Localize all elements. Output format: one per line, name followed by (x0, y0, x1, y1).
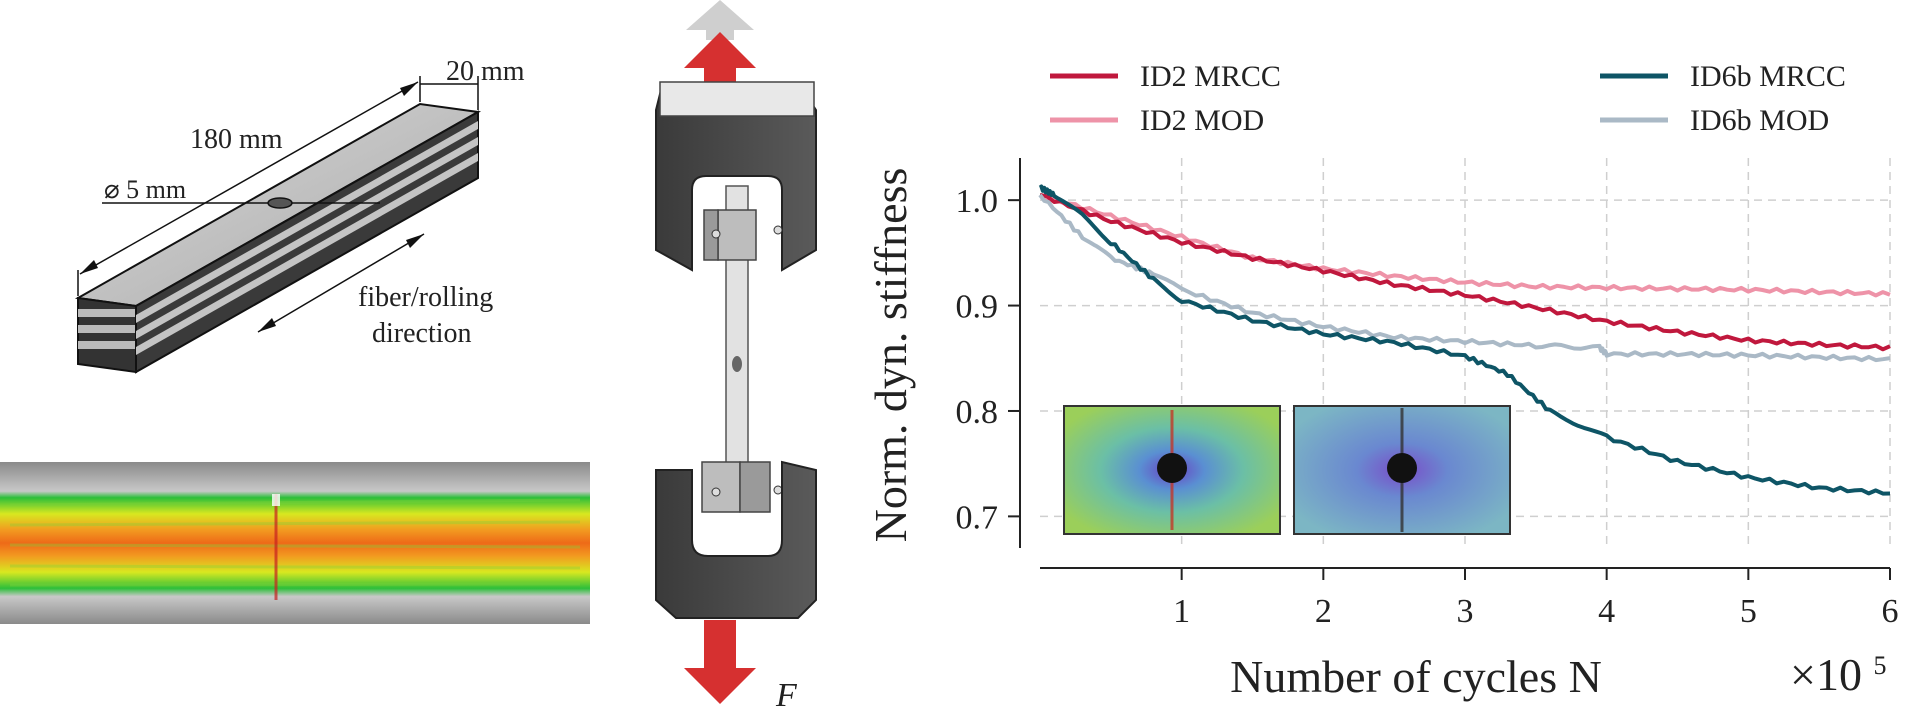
y-tick-label: 0.7 (956, 499, 999, 536)
y-tick-label: 0.8 (956, 394, 999, 431)
length-dimension-line (79, 81, 419, 275)
lower-grip (655, 460, 817, 619)
x-tick-label: 5 (1740, 593, 1757, 630)
x-tick-label: 2 (1315, 593, 1332, 630)
strain-field-image (0, 462, 590, 624)
series-line-id2-mod (1039, 193, 1891, 298)
force-label: F (775, 677, 798, 714)
legend-label-id6b-mrcc: ID6b MRCC (1690, 60, 1846, 93)
specimen-side-layers (135, 110, 479, 374)
x-tick-label: 1 (1173, 593, 1190, 630)
legend-label-id2-mrcc: ID2 MRCC (1140, 60, 1281, 93)
test-rig-drawing: F (655, 0, 817, 714)
direction-arrow (257, 233, 425, 333)
inset-image-id2 (1063, 405, 1281, 535)
direction-label-line2: direction (372, 318, 472, 349)
y-axis-title: Norm. dyn. stiffness (865, 168, 916, 543)
specimen-drawing: 20 mm 180 mm ⌀ 5 mm fiber/rolling direct… (74, 56, 525, 374)
top-arrow-ghost (686, 0, 754, 40)
series-line-id6b-mod (1038, 193, 1891, 363)
series-line-id6b-mrcc (1038, 184, 1891, 496)
inset-image-id6b (1293, 405, 1511, 535)
x-multiplier-label: ×10 5 (1790, 649, 1886, 700)
series-line-id2-mrcc (1039, 192, 1891, 352)
length-label: 180 mm (190, 124, 283, 155)
stiffness-chart: 1 2 3 4 5 6 0.7 0.8 0.9 1.0 Norm. dyn. stiffness… (865, 60, 1899, 702)
hole-label: ⌀ 5 mm (104, 175, 186, 204)
legend-label-id2-mod: ID2 MOD (1140, 104, 1264, 137)
specimen-hole (267, 197, 293, 209)
y-tick-label: 1.0 (956, 183, 999, 220)
bottom-force-arrow (684, 620, 756, 704)
y-tick-label: 0.9 (956, 289, 999, 326)
legend-label-id6b-mod: ID6b MOD (1690, 104, 1829, 137)
top-force-arrow (684, 32, 756, 120)
chart-series (1038, 184, 1891, 496)
x-tick-label: 6 (1882, 593, 1899, 630)
x-tick-label: 3 (1457, 593, 1474, 630)
x-tick-label: 4 (1598, 593, 1615, 630)
specimen-front-layers (77, 296, 137, 374)
direction-label-line1: fiber/rolling (358, 282, 493, 313)
chart-legend: ID2 MRCC ID2 MOD ID6b MRCC ID6b MOD (1050, 60, 1846, 137)
upper-grip (655, 85, 817, 272)
x-multiplier-base: ×10 (1790, 649, 1862, 700)
x-multiplier-exponent: 5 (1873, 651, 1886, 680)
y-ticks: 0.7 0.8 0.9 1.0 (956, 183, 1020, 536)
x-ticks: 1 2 3 4 5 6 (1173, 568, 1899, 630)
width-label: 20 mm (446, 56, 525, 87)
x-axis-title: Number of cycles N (1230, 651, 1602, 702)
